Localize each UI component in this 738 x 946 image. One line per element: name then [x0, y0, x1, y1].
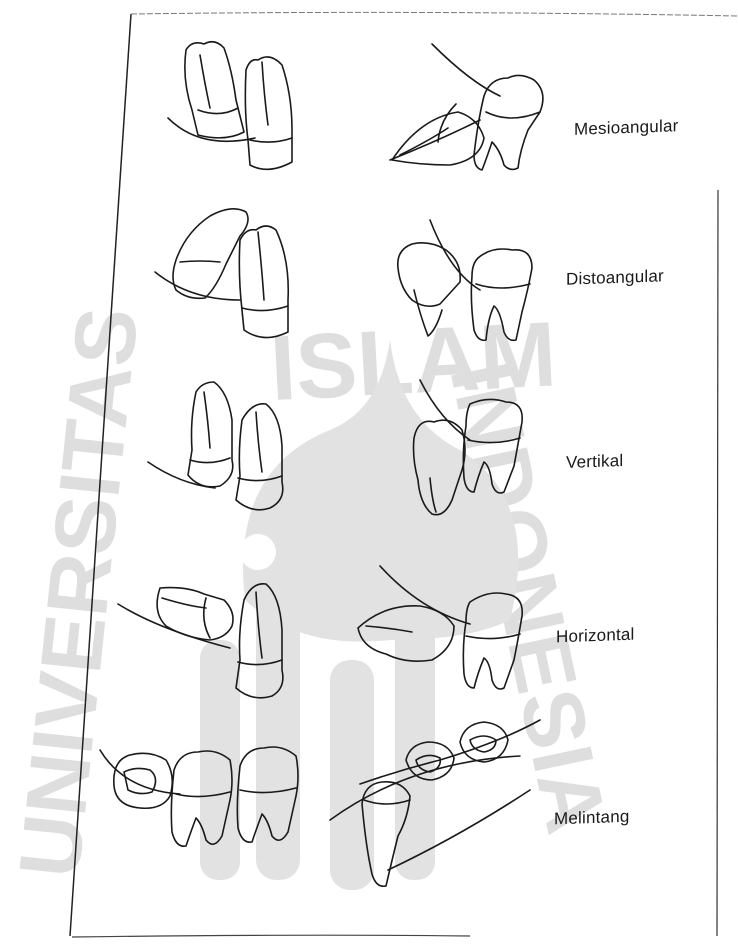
- label-vertikal: Vertikal: [566, 451, 623, 473]
- distoangular-lower-teeth: [398, 220, 532, 340]
- label-melintang: Melintang: [554, 807, 630, 830]
- vertikal-lower-teeth: [414, 380, 523, 515]
- mesioangular-lower-teeth: [390, 44, 543, 170]
- label-mesioangular: Mesioangular: [574, 116, 678, 140]
- distoangular-upper-teeth: [155, 209, 288, 338]
- label-distoangular: Distoangular: [566, 266, 664, 289]
- horizontal-lower-teeth: [358, 566, 522, 689]
- melintang-lower-teeth: [330, 720, 540, 886]
- horizontal-upper-teeth: [118, 584, 283, 698]
- melintang-upper-teeth: [100, 747, 298, 846]
- vertikal-upper-teeth: [148, 382, 283, 510]
- mesioangular-upper-teeth: [168, 42, 292, 170]
- label-horizontal: Horizontal: [556, 625, 635, 648]
